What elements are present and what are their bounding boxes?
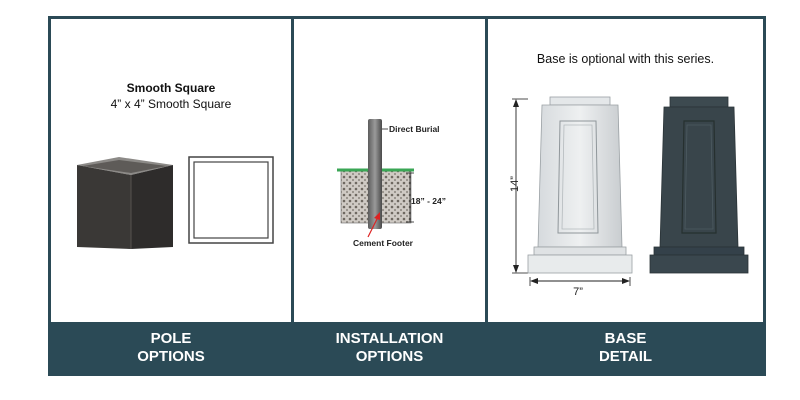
base-detail-label: BASE DETAIL [598, 330, 653, 365]
width-label: 7” [573, 286, 583, 298]
width-dimension [529, 277, 631, 286]
installation-options-section: Direct Burial 18” - 24” Cement Footer [294, 19, 485, 322]
pole-cross-section [188, 156, 274, 244]
depth-label: 18” - 24” [411, 196, 446, 206]
pole-subtitle: 4” x 4” Smooth Square [110, 97, 232, 111]
column-divider [291, 19, 294, 373]
dark-base-image [649, 96, 749, 274]
product-options-panel: Smooth Square 4” x 4” Smooth Square [48, 16, 766, 376]
pole-shape [368, 119, 382, 229]
height-dimension [512, 98, 528, 274]
red-pointer-arrow [367, 212, 380, 238]
pole-title: Smooth Square [126, 81, 216, 95]
installation-options-label: INSTALLATION OPTIONS [335, 330, 444, 365]
base-detail-section: Base is optional with this series. 14” [488, 19, 763, 322]
pole-options-label: POLE OPTIONS [137, 330, 205, 365]
pole-illustration [77, 156, 274, 249]
base-illustration: 14” 7” [509, 96, 749, 298]
direct-burial-label: Direct Burial [389, 124, 440, 134]
height-label: 14” [509, 176, 521, 192]
square-pole-image [77, 157, 173, 249]
column-divider [485, 19, 488, 373]
base-note: Base is optional with this series. [536, 52, 715, 66]
light-base-image [527, 96, 633, 274]
footer-band: POLE OPTIONS INSTALLATION OPTIONS BASE D… [51, 322, 763, 373]
cement-footer-label: Cement Footer [353, 238, 414, 248]
pole-options-section: Smooth Square 4” x 4” Smooth Square [51, 19, 291, 322]
installation-diagram: Direct Burial 18” - 24” Cement Footer [337, 119, 446, 248]
depth-dimension [406, 172, 414, 223]
